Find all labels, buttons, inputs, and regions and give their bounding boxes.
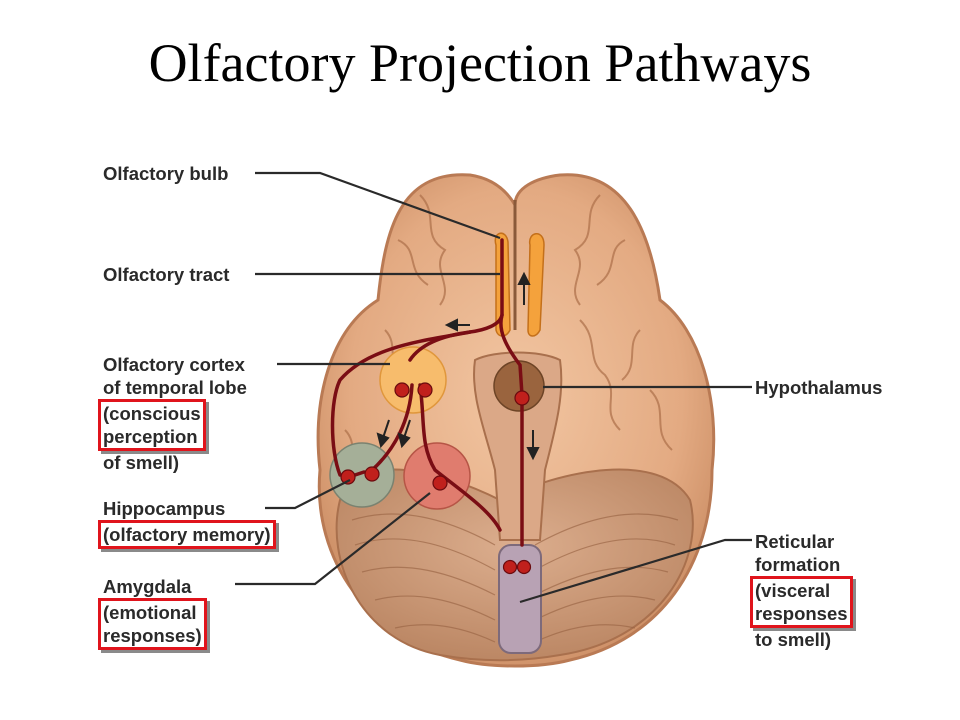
reticular-neuron-right [516,559,532,575]
amygdala-region [403,442,471,510]
label-amygdala: Amygdala (emotional responses) [98,575,207,650]
hippocampus-note: (olfactory memory) [103,524,271,545]
reticular-note-line-3: to smell) [755,629,832,650]
label-olfactory-bulb: Olfactory bulb [103,163,229,184]
direction-arrows [376,271,540,461]
label-olfactory-cortex-line-1: Olfactory cortex [103,354,245,375]
olfactory-cortex-note-box: (conscious perception [98,399,206,451]
hippocampus-neuron-left [340,469,356,485]
cortex-neuron-left [394,382,410,398]
hippocampus-note-box: (olfactory memory) [98,520,276,549]
cortex-neuron-right [417,382,433,398]
neurons [340,382,532,575]
reticular-neuron-left [502,559,518,575]
label-reticular-line-2: formation [755,554,841,575]
label-amygdala-name: Amygdala [103,576,192,597]
hippocampus-neuron-right [364,466,380,482]
olfactory-cortex-note-line-3: of smell) [103,452,180,473]
label-hippocampus: Hippocampus (olfactory memory) [98,497,276,549]
hippocampus-region [329,442,395,508]
reticular-note-line-2: responses [755,603,848,624]
amygdala-note-box: (emotional responses) [98,598,207,650]
leader-lines [235,171,752,604]
olfactory-pathways [330,238,524,547]
label-olfactory-tract: Olfactory tract [103,264,230,285]
label-reticular-line-1: Reticular [755,531,835,552]
olfactory-bulb-tract-right [527,233,545,337]
olfactory-cortex-note-line-1: (conscious [103,403,201,424]
amygdala-neuron [432,475,448,491]
cerebellum-folia [351,513,679,643]
amygdala-note-line-1: (emotional [103,602,197,623]
reticular-note-box: (visceral responses [750,576,853,628]
olfactory-cortex-region [379,346,447,414]
hypothalamus-neuron [514,390,530,406]
reticular-note-line-1: (visceral [755,580,831,601]
slide-title: Olfactory Projection Pathways [148,33,812,93]
label-reticular-formation: Reticular formation (visceral responses … [750,530,853,651]
olfactory-cortex-note-line-2: perception [103,426,198,447]
label-hypothalamus: Hypothalamus [755,377,883,398]
label-hippocampus-name: Hippocampus [103,498,226,519]
amygdala-note-line-2: responses) [103,625,202,646]
label-olfactory-cortex-line-2: of temporal lobe [103,377,247,398]
label-olfactory-cortex: Olfactory cortex of temporal lobe (consc… [98,353,247,474]
